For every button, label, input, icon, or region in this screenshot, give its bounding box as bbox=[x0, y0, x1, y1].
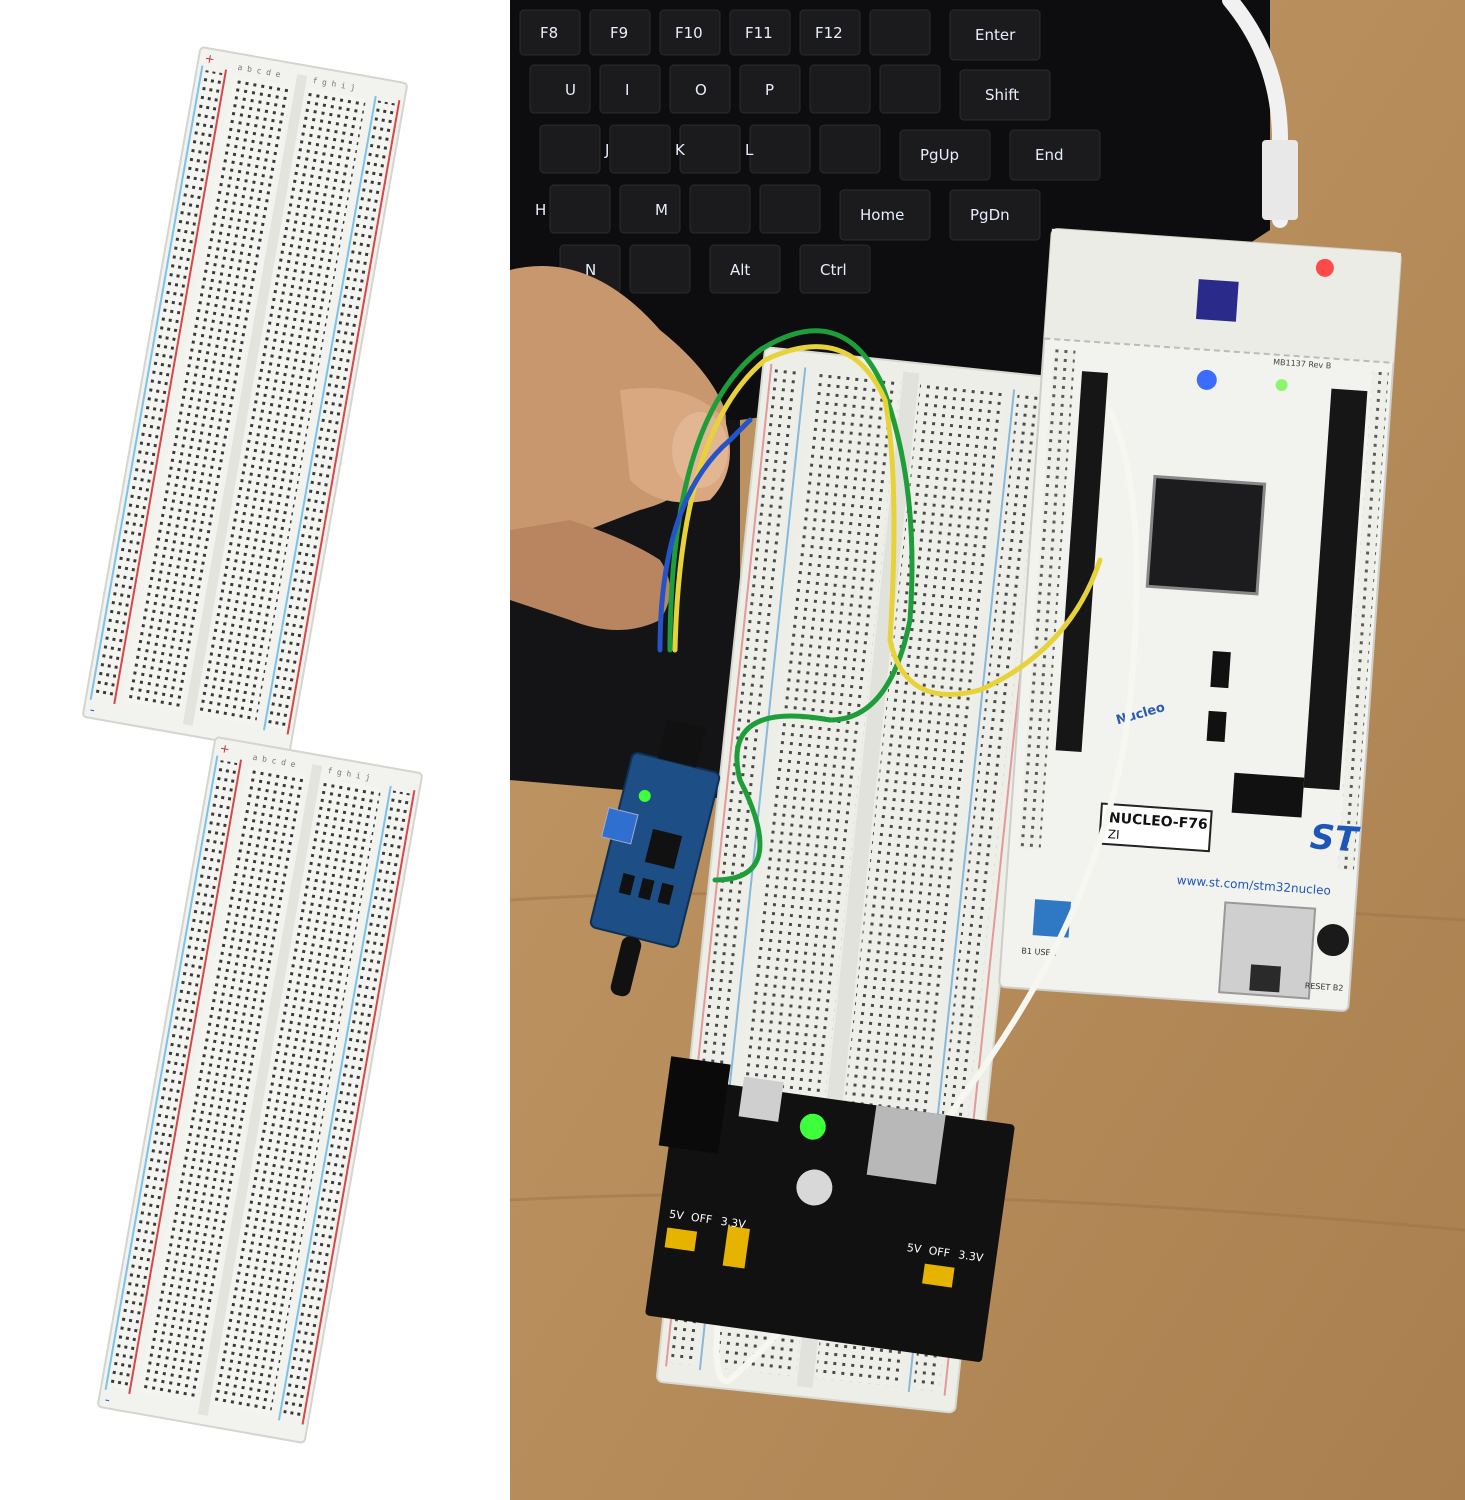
user-button bbox=[1032, 899, 1072, 938]
key-label: U bbox=[565, 81, 576, 99]
key-label: H bbox=[535, 201, 546, 219]
rail-plus-label: + bbox=[204, 51, 216, 67]
flame-sensor-module bbox=[589, 719, 721, 997]
nucleo-board: Nucleo NUCLEO-F76 ZI ST www.st.com/stm32… bbox=[998, 228, 1402, 1012]
key-label: PgUp bbox=[920, 146, 959, 164]
key-label: N bbox=[585, 261, 596, 279]
led-red bbox=[1315, 258, 1334, 277]
jumper-label: OFF bbox=[928, 1244, 951, 1260]
key-label: Ctrl bbox=[820, 261, 847, 279]
usb-cable bbox=[1222, 0, 1288, 228]
rail-plus-label: + bbox=[219, 741, 231, 757]
mcu-chip bbox=[1145, 474, 1267, 596]
key-label: F8 bbox=[540, 24, 558, 42]
rev-label: MB1137 Rev B bbox=[1273, 357, 1332, 370]
key-label: End bbox=[1035, 146, 1064, 164]
ethernet-port bbox=[1218, 901, 1317, 1000]
key-label: O bbox=[695, 81, 707, 99]
st-logo: ST bbox=[1309, 817, 1362, 860]
key-label: Enter bbox=[975, 26, 1016, 44]
power-supply-module: 5V OFF 3.3V 5V OFF 3.3V bbox=[645, 1056, 1015, 1362]
model-label: NUCLEO-F76 bbox=[1108, 810, 1208, 833]
key-label: F12 bbox=[815, 24, 843, 42]
key-label: I bbox=[625, 81, 629, 99]
usb-a-port bbox=[866, 1105, 946, 1185]
jumper-label: 3.3V bbox=[720, 1215, 747, 1231]
model-suffix: ZI bbox=[1107, 827, 1120, 842]
product-image-panel: + - a b c d e f g h i j + - a b c d e f … bbox=[0, 0, 510, 1500]
jumper-label: 3.3V bbox=[958, 1248, 985, 1264]
key-label: Alt bbox=[730, 261, 750, 279]
user-label: B1 USER bbox=[1021, 946, 1057, 957]
key-label: F10 bbox=[675, 24, 703, 42]
breadboards-illustration: + - a b c d e f g h i j + - a b c d e f … bbox=[82, 46, 423, 1444]
key-label: K bbox=[675, 141, 686, 159]
rail-minus-label: - bbox=[88, 702, 96, 719]
sensor-led bbox=[638, 789, 651, 802]
key-label: PgDn bbox=[970, 206, 1010, 224]
key-label: L bbox=[745, 141, 754, 159]
key-label: Home bbox=[860, 206, 904, 224]
power-led bbox=[799, 1113, 826, 1140]
key-label: P bbox=[765, 81, 774, 99]
key-label: F11 bbox=[745, 24, 773, 42]
jumper-label: 5V bbox=[906, 1241, 923, 1256]
potentiometer bbox=[601, 806, 639, 845]
usb-plug bbox=[1262, 140, 1298, 220]
led-blue bbox=[1196, 369, 1217, 390]
setup-photo-panel: F8 F9 F10 F11 F12 Enter Shift I O P K L … bbox=[510, 0, 1465, 1500]
breadboard-1: + - a b c d e f g h i j bbox=[82, 46, 408, 754]
rail-minus-label: - bbox=[103, 1392, 111, 1409]
key-label: M bbox=[655, 201, 668, 219]
jumper-label: 5V bbox=[668, 1208, 685, 1223]
key-label: Shift bbox=[985, 86, 1019, 104]
reset-label: RESET B2 bbox=[1304, 981, 1343, 993]
hand bbox=[510, 266, 730, 630]
jumper-label: OFF bbox=[690, 1211, 713, 1227]
key-label: F9 bbox=[610, 24, 628, 42]
key-label: J bbox=[604, 141, 609, 159]
reset-button bbox=[1316, 924, 1349, 957]
ic-chip bbox=[1231, 772, 1305, 818]
breadboard-2: + - a b c d e f g h i j bbox=[97, 736, 423, 1444]
jumper-wires bbox=[657, 328, 1140, 1384]
setup-photo: F8 F9 F10 F11 F12 Enter Shift I O P K L … bbox=[510, 0, 1465, 1500]
